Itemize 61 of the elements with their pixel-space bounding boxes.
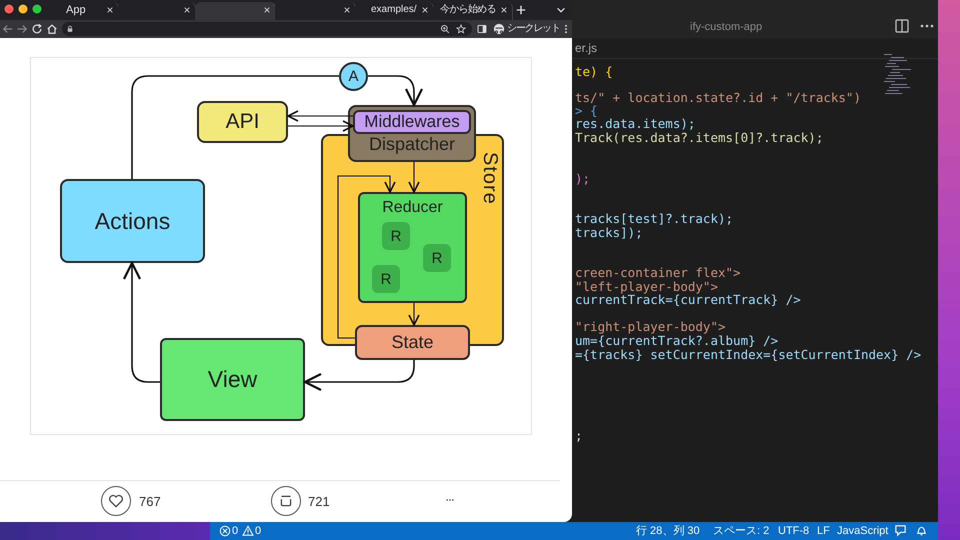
line-ending-label: LF — [817, 526, 830, 537]
process-box — [160, 338, 305, 421]
node-label: Actions — [94, 208, 170, 234]
code-line: ={tracks} setCurrentIndex={setCurrentIndex} /> — [575, 349, 922, 362]
code-line: res.data.items); — [575, 118, 696, 130]
code-line: tracks]); — [575, 227, 643, 240]
arrow — [408, 303, 420, 326]
code-line: ); — [575, 173, 590, 186]
file-name: er.js — [575, 42, 598, 54]
code-line: Track(res.data?.items[0]?.track); — [575, 132, 824, 144]
node-label: R — [380, 270, 392, 288]
code-line: "right-player-body"> — [575, 321, 726, 334]
tab-title: examples/ — [371, 5, 417, 15]
node-label: A — [348, 68, 358, 85]
arrow — [288, 120, 354, 132]
process-box — [355, 325, 470, 360]
code-line: um={currentTrack?.album} /> — [575, 335, 778, 348]
arrow — [368, 75, 424, 106]
reducer-box — [372, 265, 400, 293]
process-box — [60, 179, 205, 263]
encoding-label: UTF-8 — [778, 526, 810, 537]
code-line: ts/" + location.state?.id + "/tracks") — [575, 92, 861, 104]
cursor-position: 行 28、列 30 — [636, 526, 700, 537]
node-label: Reducer — [382, 199, 443, 217]
stock-count: 721 — [308, 495, 330, 508]
tab-title: 今から始める — [440, 5, 496, 15]
node-label: API — [226, 110, 260, 134]
process-box — [197, 101, 288, 143]
node-label: Dispatcher — [368, 134, 456, 155]
incognito-label: シークレット — [507, 24, 560, 34]
code-line: tracks[test]?.track); — [575, 213, 734, 226]
tab-title: App — [66, 5, 86, 16]
node-label: View — [208, 366, 258, 393]
code-line: > { — [575, 105, 598, 118]
code-line: creen-container flex"> — [575, 267, 741, 280]
connector-line — [131, 75, 339, 179]
warning-count: 0 — [255, 526, 262, 537]
error-count: 0 — [232, 526, 238, 537]
code-line: currentTrack={currentTrack} /> — [575, 294, 801, 306]
reducer-container — [358, 192, 467, 303]
node-label: State — [391, 332, 434, 353]
node-label: Middlewares — [364, 112, 460, 132]
arrow — [287, 110, 353, 122]
arrow — [337, 175, 396, 339]
reducer-box — [423, 244, 451, 272]
arrow — [408, 162, 420, 193]
node-label: Store — [478, 152, 501, 205]
window-title: ify-custom-app — [690, 22, 762, 33]
reducer-box — [382, 222, 410, 250]
code-line: "left-player-body"> — [575, 281, 718, 294]
indent-setting: スペース: 2 — [713, 526, 770, 537]
process-box — [353, 110, 471, 134]
language-mode: JavaScript — [837, 526, 888, 537]
node-label: R — [432, 250, 442, 266]
arrow — [122, 262, 160, 383]
like-count: 767 — [139, 495, 161, 508]
arrow — [304, 360, 415, 392]
code-line: te) { — [575, 66, 613, 78]
process-box — [348, 105, 476, 162]
code-line: ; — [575, 430, 583, 442]
node-label: R — [390, 228, 402, 244]
